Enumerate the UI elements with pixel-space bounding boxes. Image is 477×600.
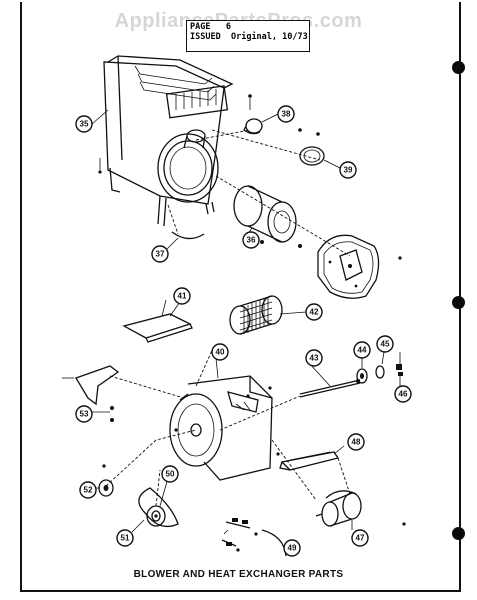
svg-text:46: 46 [399,390,408,399]
diagram-caption: BLOWER AND HEAT EXCHANGER PARTS [133,569,344,580]
svg-text:52: 52 [84,486,93,495]
cover-plate-part-41 [122,299,193,343]
strainer-part-42 [229,295,283,335]
plug-part-38 [243,94,263,135]
page-label: PAGE [190,22,211,32]
alignment-line [109,375,185,399]
svg-text:51: 51 [121,534,130,543]
callout-42: 42 [305,303,323,321]
alignment-line [195,345,215,387]
callout-35: 35 [75,115,93,133]
leader-lines [91,109,401,548]
issued-value: Original, 10/73 [230,32,308,42]
binder-hole-bottom [452,527,465,540]
callout-52: 52 [79,481,97,499]
callout-44: 44 [353,341,371,359]
mounting-bracket-part-53 [62,365,120,422]
callout-47: 47 [351,529,369,547]
alignment-line [167,204,179,235]
svg-text:36: 36 [247,236,256,245]
callout-39: 39 [339,161,357,179]
alignment-line [195,129,251,141]
issue-header-box: PAGE 6 ISSUED Original, 10/73 [186,20,310,52]
washer-part-45 [375,365,385,379]
alignment-line [105,429,197,487]
blower-pulley-part-52 [98,464,114,497]
heat-exchanger-part-35 [98,55,234,227]
page-number: 6 [225,22,231,32]
alignment-line [219,395,301,431]
hardware-kit-part-49 [221,518,287,557]
callout-50: 50 [161,465,179,483]
callout-41: 41 [173,287,191,305]
svg-text:38: 38 [282,110,291,119]
svg-text:37: 37 [156,250,165,259]
alignment-line [155,469,161,507]
alignment-line [215,175,351,257]
blower-housing-part-40 [169,375,273,481]
callout-38: 38 [277,105,295,123]
svg-text:48: 48 [352,438,361,447]
svg-text:47: 47 [356,534,365,543]
callout-53: 53 [75,405,93,423]
callout-40: 40 [211,343,229,361]
svg-text:35: 35 [80,120,89,129]
nut-part-46 [396,352,403,376]
callout-51: 51 [116,529,134,547]
alignment-line [271,439,317,501]
sight-ring-part-39 [298,128,325,166]
svg-text:40: 40 [216,348,225,357]
svg-text:53: 53 [80,410,89,419]
callout-37: 37 [151,245,169,263]
issued-label: ISSUED [190,32,221,42]
svg-text:50: 50 [166,470,175,479]
gasket-part-37 [171,231,205,240]
callout-48: 48 [347,433,365,451]
callout-36: 36 [242,231,260,249]
svg-text:39: 39 [344,166,353,175]
callout-46: 46 [394,385,412,403]
shaft-part-43 [299,379,361,398]
callout-43: 43 [305,349,323,367]
svg-text:42: 42 [310,308,319,317]
alignment-line [211,129,321,161]
motor-part-47 [315,490,406,527]
burner-tube-part-36 [233,185,302,248]
binder-hole-top [452,61,465,74]
svg-text:43: 43 [310,354,319,363]
svg-text:44: 44 [358,346,367,355]
burner-front-plate [317,234,402,299]
callout-49: 49 [283,539,301,557]
bearing-part-44 [356,368,368,384]
svg-text:41: 41 [178,292,187,301]
v-belt-part-51 [138,487,179,528]
callout-45: 45 [376,335,394,353]
svg-text:49: 49 [288,544,297,553]
binder-hole-middle [452,296,465,309]
svg-text:45: 45 [381,340,390,349]
alignment-line [337,457,351,495]
motor-bracket-part-48 [276,451,340,471]
